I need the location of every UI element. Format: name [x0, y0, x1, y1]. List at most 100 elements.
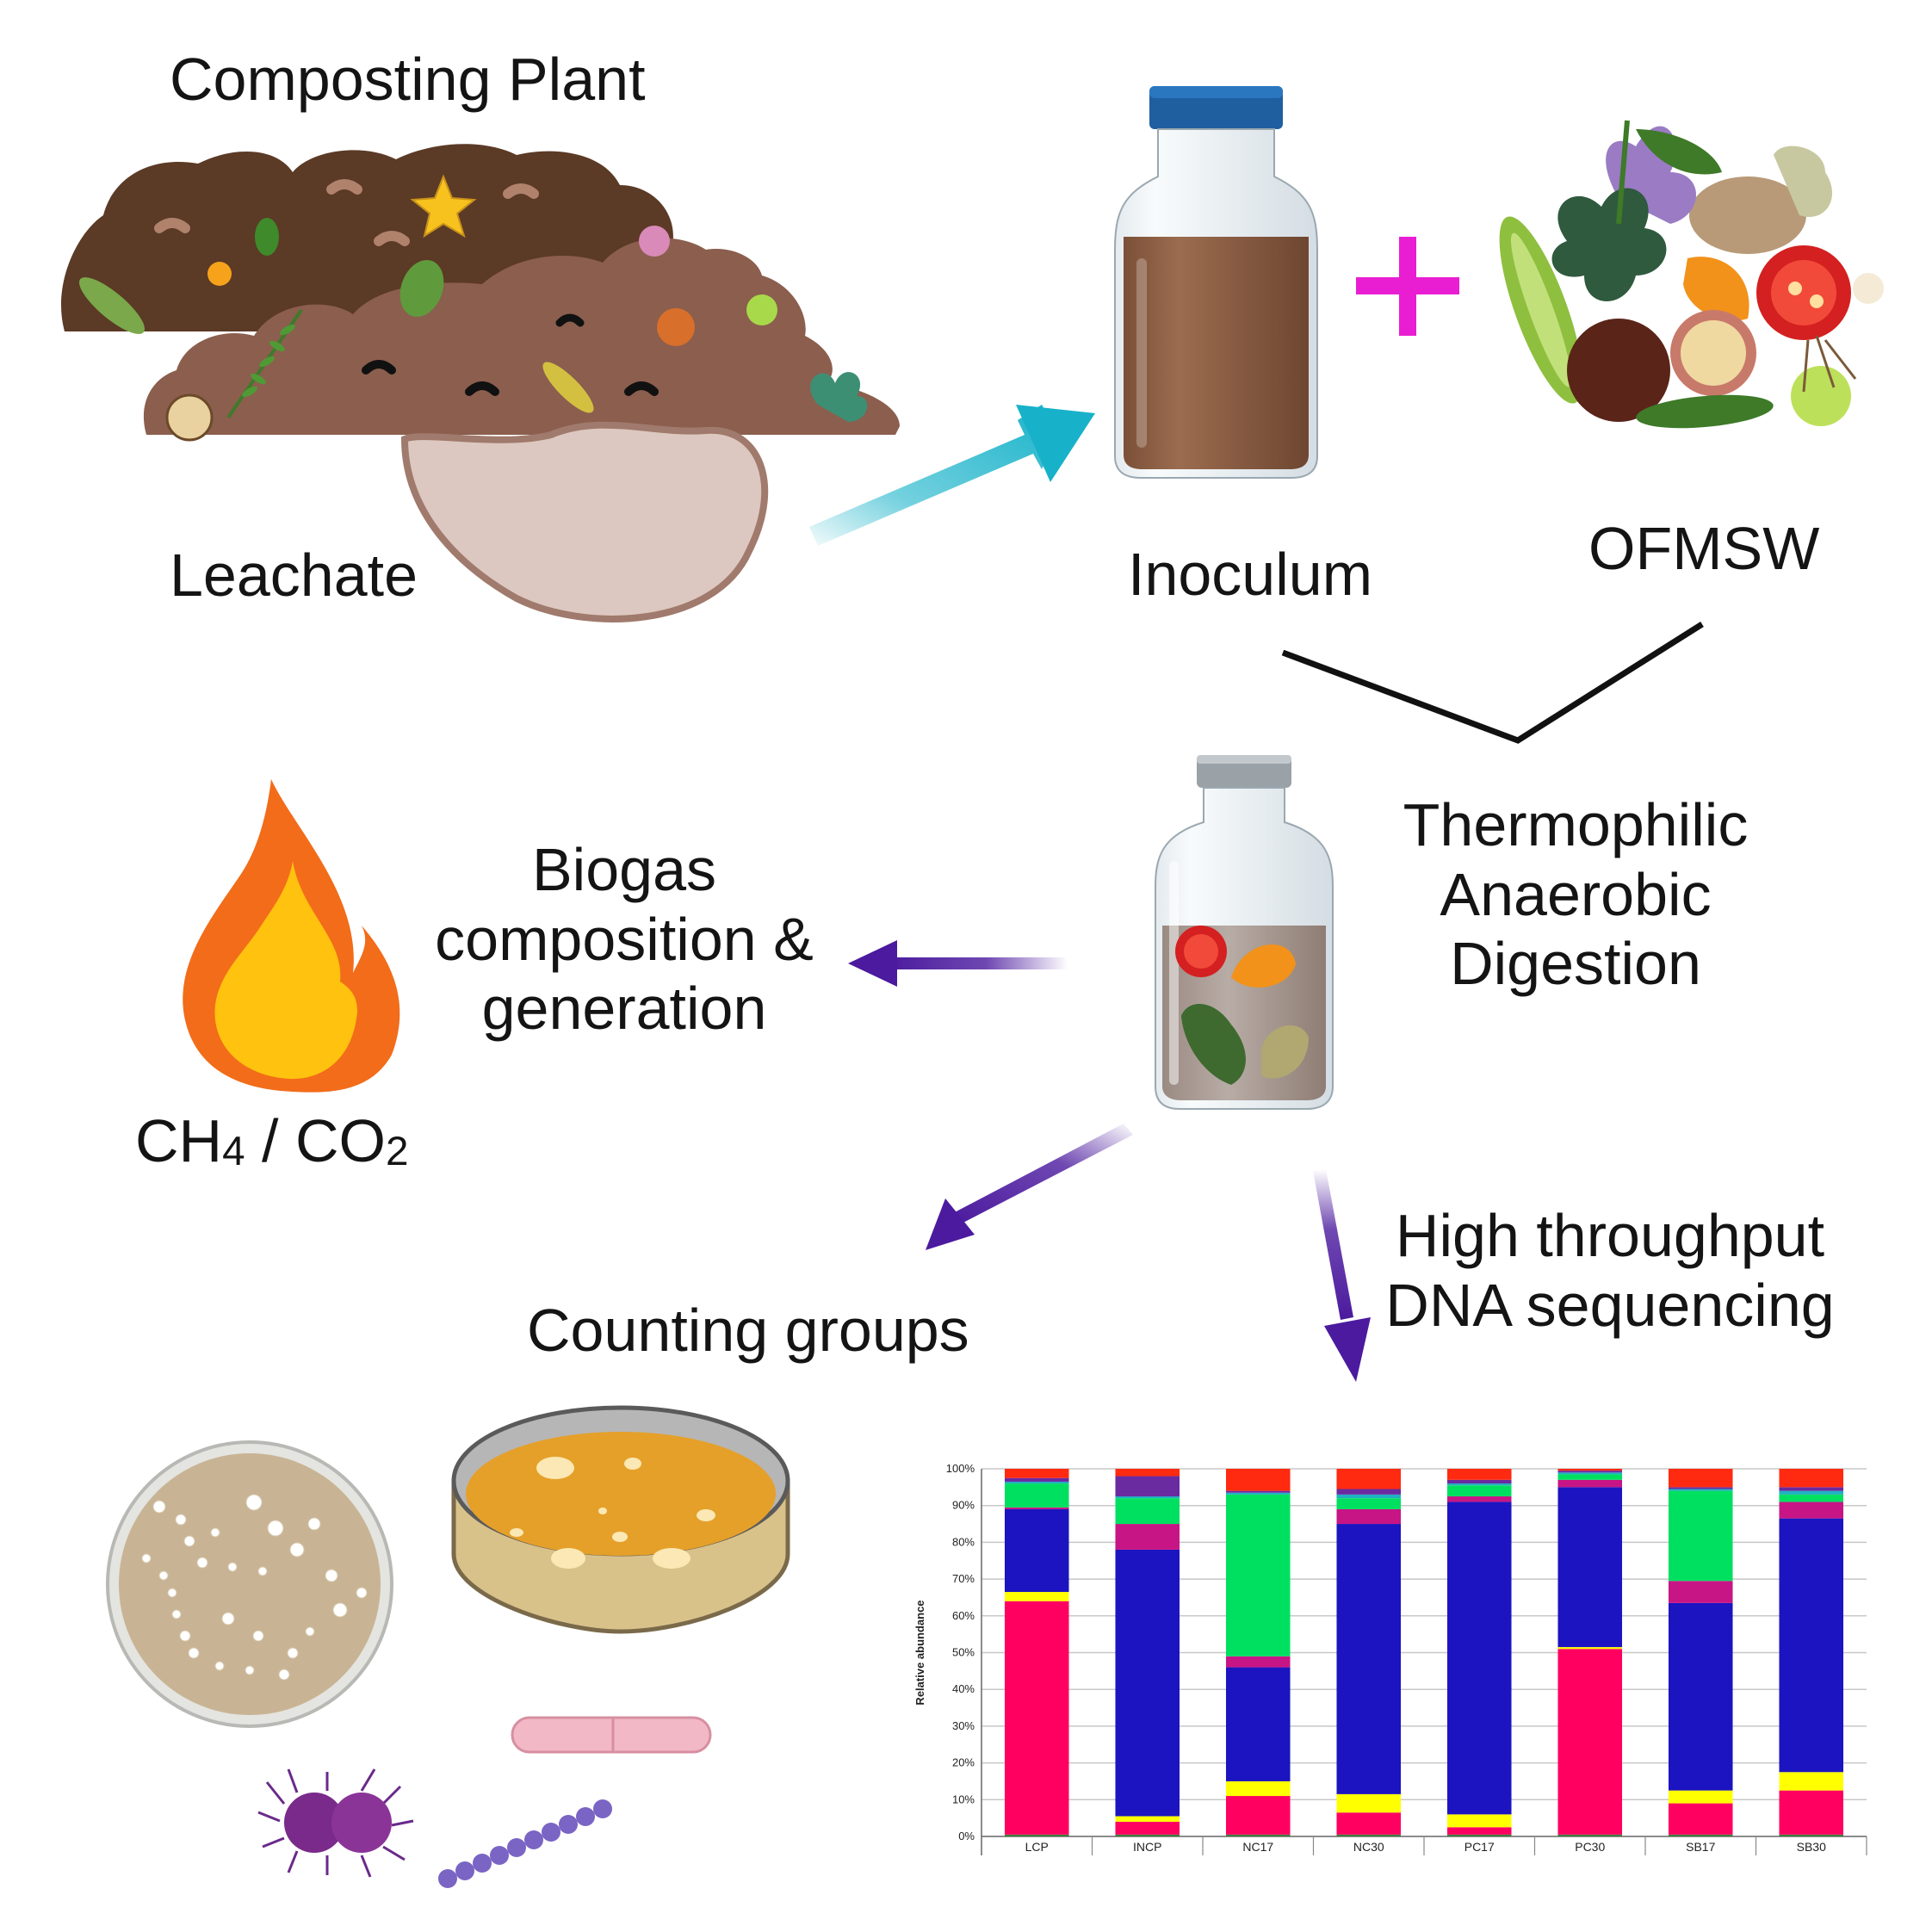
- chart-category-label: NC30: [1353, 1840, 1384, 1854]
- ch4-co2-label: CH4 / CO2: [135, 1106, 408, 1176]
- biogas-label: Biogas composition & generation: [400, 835, 848, 1043]
- composting-plant-label: Composting Plant: [170, 46, 646, 113]
- merge-connector: [1281, 622, 1704, 744]
- chart-bar-segment: [1668, 1581, 1733, 1603]
- chart-bar-segment: [1336, 1469, 1402, 1489]
- co2-text: CO: [294, 1107, 386, 1174]
- chart-bar-segment: [1779, 1502, 1844, 1519]
- co2-subscript: 2: [385, 1128, 409, 1174]
- chart-bar-segment: [1668, 1834, 1733, 1836]
- chart-bar-segment: [1668, 1490, 1733, 1582]
- chart-bar-segment: [1336, 1494, 1402, 1499]
- leachate-puddle: [400, 421, 769, 622]
- petri-dish-side-view: [451, 1405, 790, 1634]
- chart-bar-segment: [1004, 1469, 1069, 1478]
- chart-bar-segment: [1446, 1834, 1512, 1836]
- sequencing-label: High throughput DNA sequencing: [1369, 1201, 1851, 1340]
- arrow-to-sequencing: [1313, 1169, 1371, 1382]
- chart-y-tick-label: 90%: [952, 1499, 975, 1512]
- chart-bar-segment: [1446, 1483, 1512, 1486]
- chart-bar-segment: [1557, 1472, 1623, 1475]
- chart-bars: [1004, 1469, 1844, 1836]
- chart-bar-segment: [1779, 1469, 1844, 1488]
- chart-bar-segment: [1557, 1479, 1623, 1488]
- arrow-to-inoculum: [809, 405, 1095, 546]
- chart-bar-segment: [1446, 1814, 1512, 1828]
- inoculum-bottle: [1114, 86, 1318, 479]
- chart-bar-segment: [1557, 1834, 1623, 1836]
- ch4-subscript: 4: [222, 1128, 245, 1174]
- chart-category-label: SB17: [1686, 1840, 1715, 1854]
- chart-bar-segment: [1336, 1793, 1402, 1813]
- chart-y-tick-label: 70%: [952, 1572, 975, 1585]
- chart-bar-segment: [1225, 1796, 1291, 1835]
- chart-category-label: INCP: [1133, 1840, 1161, 1854]
- chart-bar-segment: [1668, 1803, 1733, 1835]
- plus-sign: [1356, 237, 1459, 336]
- chart-bar-segment: [1557, 1647, 1623, 1650]
- chart-category-label: SB30: [1797, 1840, 1826, 1854]
- chart-bar-segment: [1668, 1489, 1733, 1491]
- chart-bar-segment: [1779, 1487, 1844, 1491]
- biogas-line-3: generation: [481, 975, 767, 1042]
- chart-y-tick-label: 20%: [952, 1756, 975, 1769]
- chart-y-tick-label: 50%: [952, 1646, 975, 1659]
- chart-bar-segment: [1004, 1483, 1069, 1508]
- chart-bar-segment: [1115, 1524, 1180, 1550]
- leachate-label: Leachate: [170, 542, 418, 609]
- chart-bar-segment: [1336, 1489, 1402, 1495]
- ofmsw-label: OFMSW: [1588, 515, 1820, 582]
- chart-bar-segment: [1004, 1477, 1069, 1482]
- inoculum-label: Inoculum: [1128, 541, 1373, 608]
- chart-bar-segment: [1336, 1498, 1402, 1509]
- counting-groups-label: Counting groups: [527, 1297, 969, 1364]
- chart-bar-segment: [1115, 1816, 1180, 1822]
- chart-category-label: PC30: [1575, 1840, 1605, 1854]
- chart-bar-segment: [1115, 1834, 1180, 1836]
- chart-bar-segment: [1115, 1496, 1180, 1499]
- chart-y-tick-label: 100%: [946, 1462, 975, 1475]
- chart-y-tick-label: 10%: [952, 1793, 975, 1805]
- chart-bar-segment: [1446, 1827, 1512, 1835]
- chart-y-tick-label: 60%: [952, 1609, 975, 1622]
- flame-icon: [183, 779, 400, 1093]
- arrow-to-biogas: [848, 940, 1068, 987]
- chart-bar-segment: [1779, 1790, 1844, 1835]
- chart-bar-segment: [1668, 1469, 1733, 1488]
- chart-bar-segment: [1336, 1508, 1402, 1525]
- chart-bar-segment: [1225, 1469, 1291, 1491]
- chart-bar-segment: [1115, 1821, 1180, 1835]
- chart-bar-segment: [1004, 1834, 1069, 1836]
- chart-bar-segment: [1004, 1507, 1069, 1509]
- chart-bar-segment: [1225, 1492, 1291, 1495]
- sequencing-line-1: High throughput: [1395, 1202, 1825, 1269]
- chart-bar-segment: [1336, 1812, 1402, 1835]
- chart-bar-segment: [1446, 1496, 1512, 1502]
- chart-gridlines: [981, 1468, 1867, 1855]
- petri-dish-top-view: [106, 1440, 393, 1728]
- chart-bar-segment: [1557, 1649, 1623, 1835]
- chart-bar-segment: [1779, 1490, 1844, 1495]
- chart-bar-segment: [1115, 1469, 1180, 1477]
- digestion-line-3: Digestion: [1450, 930, 1701, 997]
- arrow-to-counting: [926, 1124, 1133, 1250]
- sequencing-line-2: DNA sequencing: [1385, 1271, 1835, 1339]
- chart-bar-segment: [1225, 1834, 1291, 1836]
- chart-bar-segment: [1779, 1494, 1844, 1502]
- chart-bar-segment: [1668, 1790, 1733, 1804]
- chart-bar-segment: [1225, 1667, 1291, 1781]
- chart-bar-segment: [1557, 1469, 1623, 1471]
- chart-y-tick-label: 80%: [952, 1535, 975, 1548]
- chart-y-tick-label: 30%: [952, 1719, 975, 1732]
- chart-bar-segment: [1446, 1479, 1512, 1484]
- digestion-line-2: Anaerobic: [1440, 860, 1712, 928]
- chart-bar-segment: [1779, 1772, 1844, 1791]
- chart-y-tick-label: 40%: [952, 1682, 975, 1695]
- chart-bar-segment: [1336, 1834, 1402, 1836]
- digester-bottle: [1155, 755, 1334, 1110]
- chart-bar-segment: [1446, 1502, 1512, 1815]
- chart-bar-segment: [1115, 1549, 1180, 1817]
